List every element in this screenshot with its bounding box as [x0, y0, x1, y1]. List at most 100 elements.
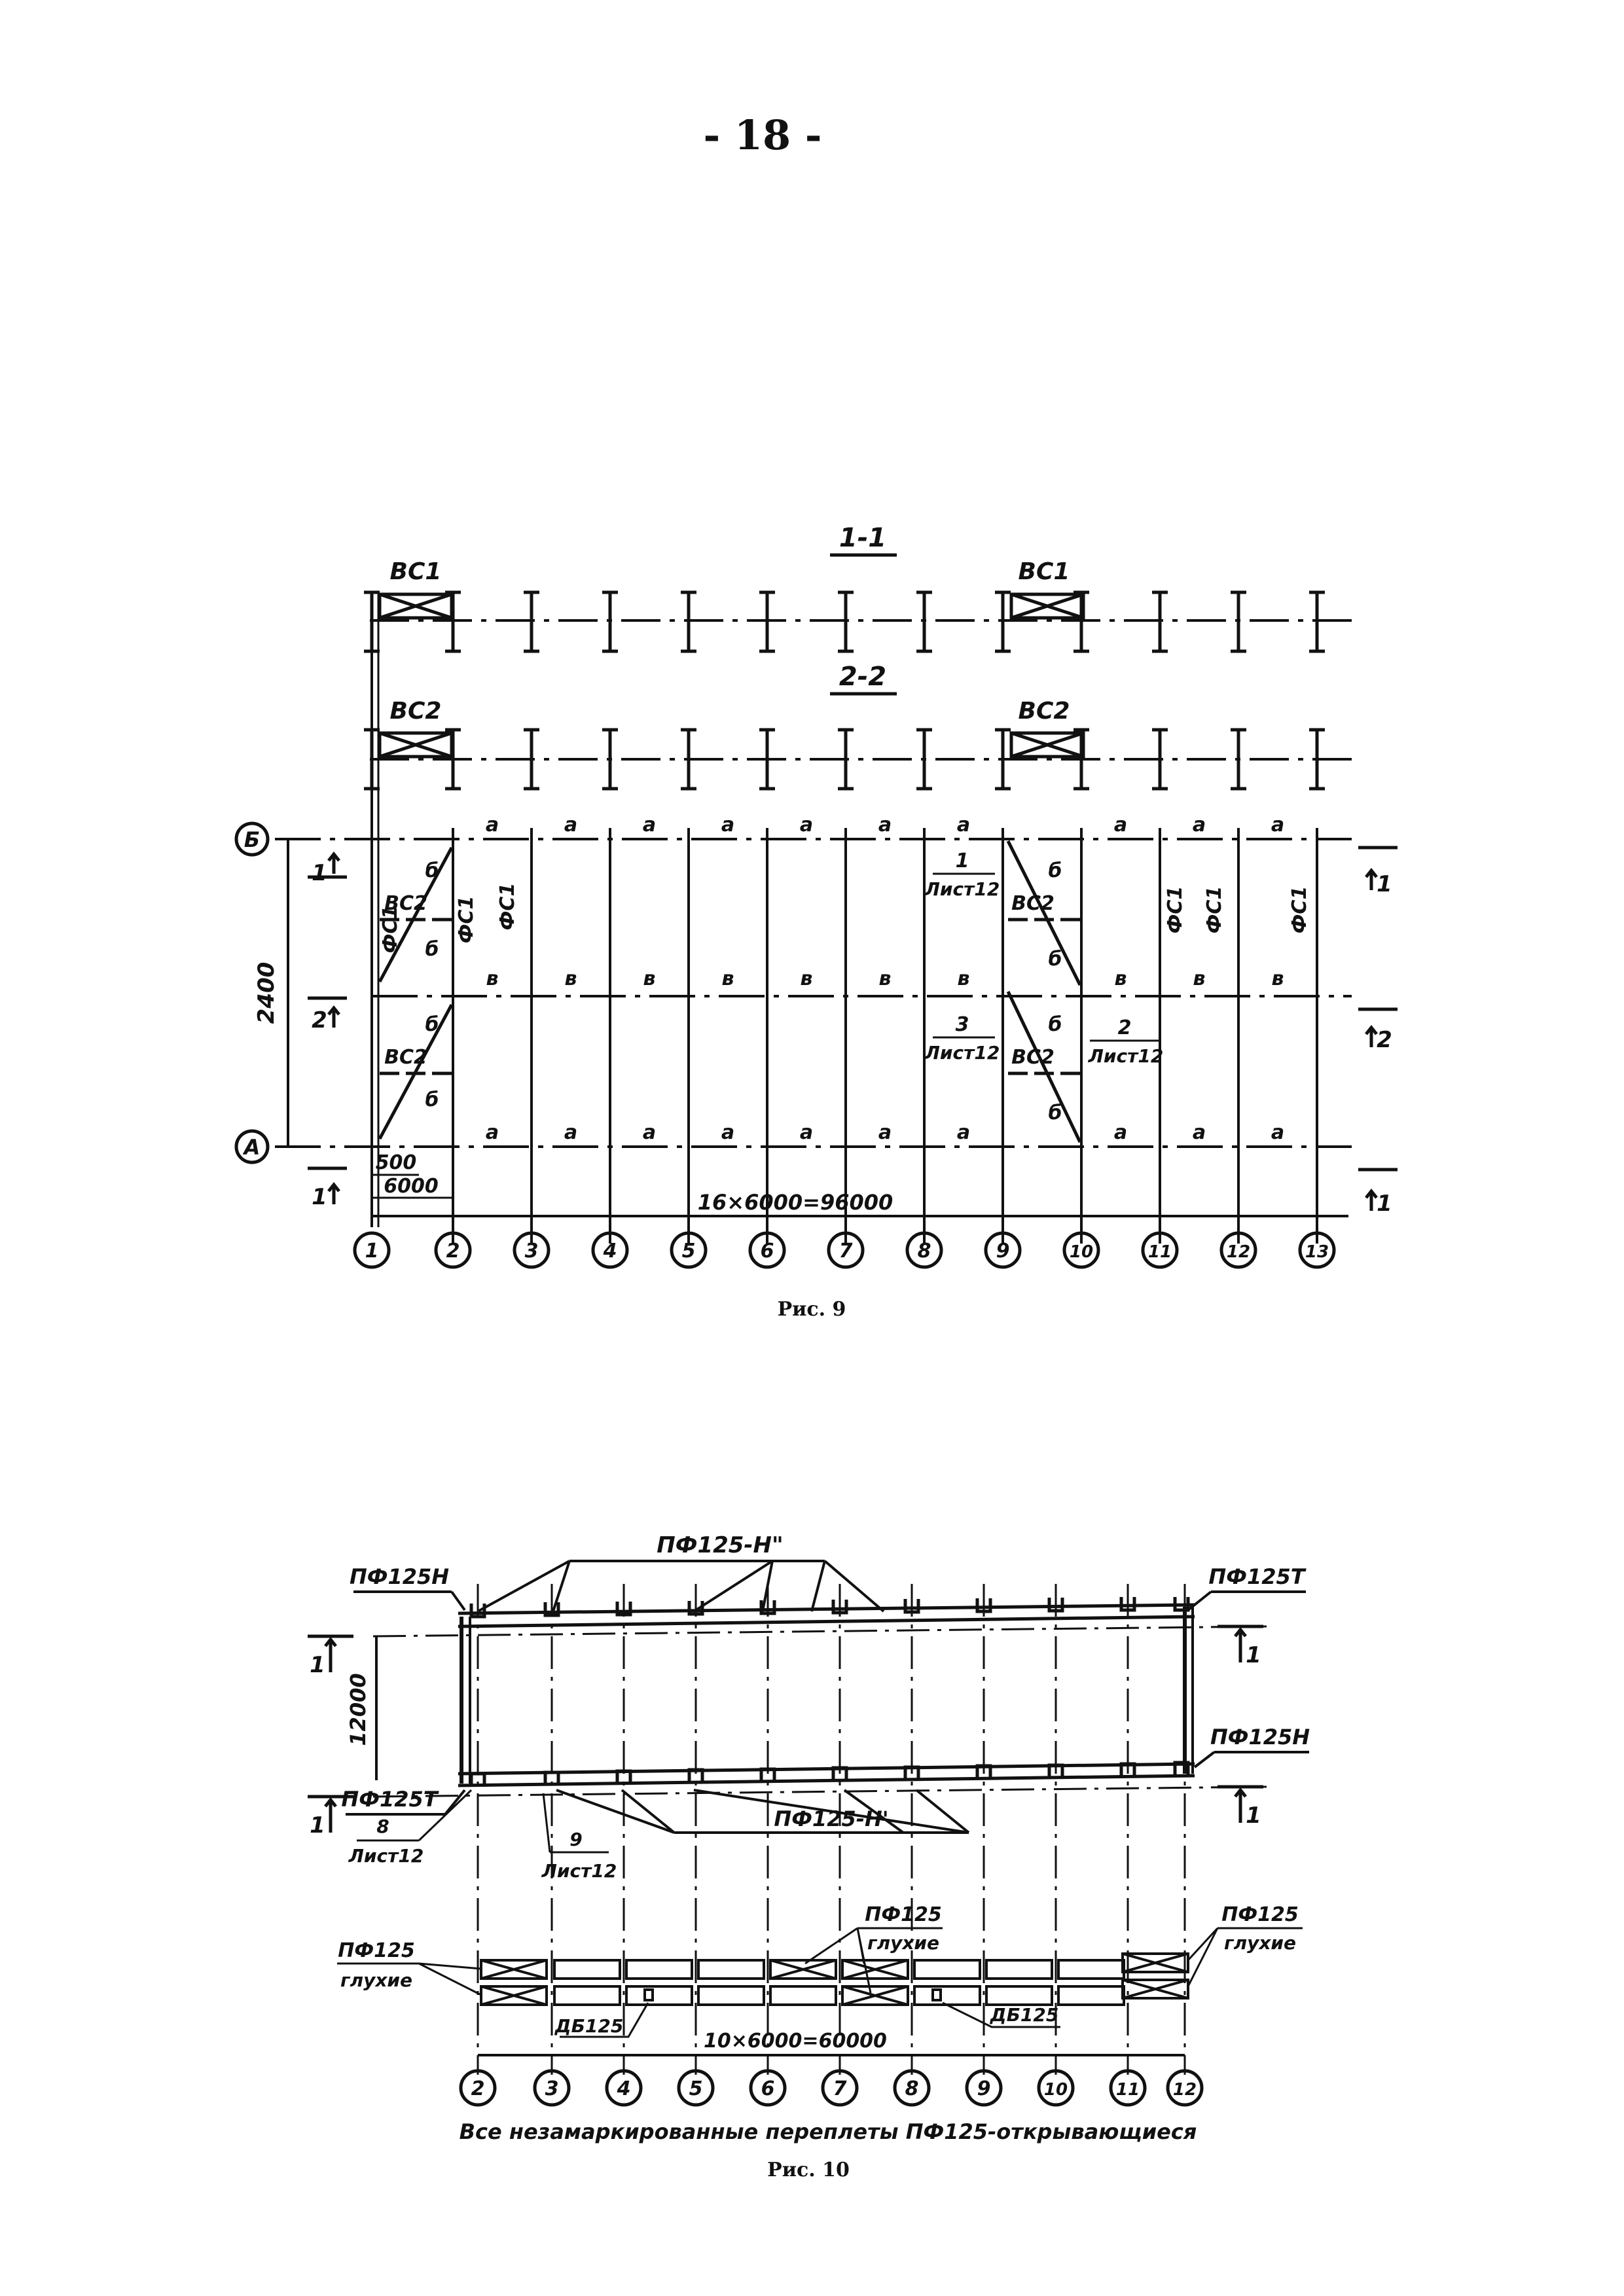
- window-panel-blind: [480, 1985, 548, 2006]
- axis-markers-fig10: [459, 2069, 1204, 2107]
- window-panel: [697, 1985, 765, 2006]
- axis-label: 6: [761, 1240, 774, 1263]
- axis-marker-circle: [1062, 1231, 1100, 1269]
- axis-label: 5: [682, 1240, 696, 1263]
- row-marker-b: Б: [244, 827, 260, 852]
- window-panel: [913, 1985, 981, 2006]
- top-wall-outer: [458, 1603, 1195, 1615]
- axis-label: 13: [1305, 1242, 1329, 1262]
- pf125-blind-left: ПФ125: [338, 1939, 414, 1962]
- brace-vc1-right: ВС1: [1019, 558, 1070, 585]
- axis-markers-fig9: [353, 1231, 1336, 1269]
- brace-vc1-left-symbol: [378, 592, 454, 620]
- axis-marker-circle: [533, 2069, 571, 2107]
- mark-a: а: [721, 814, 734, 836]
- plan-column-lines: [452, 828, 1318, 1244]
- axis-label: 7: [833, 2077, 847, 2100]
- top-wall-inner: [458, 1615, 1195, 1628]
- pf125h-top-leaders: [477, 1560, 885, 1613]
- axis-marker-circle: [1298, 1231, 1336, 1269]
- window-panel: [1057, 1985, 1125, 2006]
- window-panel: [553, 1959, 621, 1980]
- mark-v: в: [1115, 967, 1127, 990]
- mark-a: а: [1114, 1121, 1127, 1144]
- fig10-section-marker-left-top-label: 1: [310, 1652, 325, 1678]
- pf125h-bottom-label: ПФ125-Н': [774, 1806, 888, 1831]
- brace-vc2-right-symbol: [1009, 731, 1085, 759]
- fig10-section-marker-left-bottom: [308, 1795, 353, 1833]
- axis-label: 4: [603, 1240, 617, 1263]
- db125-right: ДБ125: [990, 2004, 1059, 2026]
- pf125-blind-right: ПФ125: [1221, 1903, 1298, 1926]
- section-2-2-label: 2-2: [839, 662, 886, 692]
- pf125t-right-label: ПФ125Т: [1208, 1564, 1306, 1589]
- axis-label: 11: [1116, 2080, 1140, 2100]
- section-marker-right-1-top: [1358, 846, 1398, 890]
- window-panel-blind: [769, 1959, 837, 1980]
- axis-marker-circle: [353, 1231, 391, 1269]
- mark-b: б: [1049, 948, 1062, 971]
- bottom-wall-outer: [458, 1762, 1195, 1776]
- plan-vc2-label: ВС2: [384, 892, 427, 915]
- fig10-section-marker-right-bottom: [1218, 1785, 1263, 1823]
- axis-marker-circle: [749, 2069, 787, 2107]
- door-panel: [643, 1988, 654, 2001]
- window-panel: [697, 1959, 765, 1980]
- axis-label: 3: [545, 2077, 559, 2100]
- fig10-section-marker-left-bottom-label: 1: [310, 1812, 325, 1839]
- brace-vc2-left: ВС2: [390, 698, 442, 725]
- axis-marker-circle: [984, 1231, 1022, 1269]
- axis-label: 10: [1044, 2080, 1068, 2100]
- mark-b: б: [1049, 1013, 1062, 1036]
- mark-b: б: [425, 938, 439, 961]
- mark-a: а: [564, 814, 577, 836]
- sheet-ref: Лист12: [1088, 1045, 1164, 1067]
- mark-a: а: [878, 1121, 892, 1144]
- window-panels: [480, 1952, 1189, 2006]
- window-panel: [1057, 1959, 1125, 1980]
- plan-vc2-label: ВС2: [1011, 1046, 1055, 1069]
- mark-b: б: [1049, 1102, 1062, 1124]
- section-marker-right-1-bottom: [1358, 1168, 1398, 1211]
- figure-9: 1-1 ВС1 ВС1 2-2: [234, 523, 1398, 1321]
- sheet-ref-8: Лист12: [348, 1845, 424, 1867]
- section-marker-right-2: [1358, 1007, 1398, 1047]
- bottom-wall-inner: [458, 1774, 1195, 1787]
- axis-label: 4: [617, 2077, 631, 2100]
- db125-left: ДБ125: [554, 2015, 624, 2037]
- axis-label: 2: [446, 1240, 460, 1263]
- axis-label: 12: [1227, 1242, 1250, 1262]
- door-panel: [931, 1988, 942, 2001]
- plan-vc2-label: ВС2: [1011, 892, 1055, 915]
- window-panel: [769, 1985, 837, 2006]
- mark-v: в: [1272, 967, 1284, 990]
- axis-label: 8: [905, 2077, 919, 2100]
- axis-label: 8: [918, 1240, 931, 1263]
- mark-a: а: [643, 1121, 656, 1144]
- mark-v: в: [722, 967, 734, 990]
- row-marker-b-circle: [234, 821, 270, 857]
- section-marker-left-1-top-label: 1: [312, 860, 327, 886]
- pf125t-left-label: ПФ125Т: [341, 1787, 439, 1812]
- section-2-2-columns: [364, 728, 1325, 791]
- mark-a: а: [1271, 814, 1284, 836]
- row-marker-a-circle: [234, 1129, 270, 1164]
- brace-vc2-right: ВС2: [1019, 698, 1070, 725]
- row-marker-a: А: [242, 1135, 261, 1160]
- window-panel-blind: [841, 1959, 909, 1980]
- plan-vc2-label: ВС2: [384, 1046, 427, 1069]
- window-panel: [985, 1985, 1053, 2006]
- fig10-section-marker-right-top-label: 1: [1246, 1642, 1261, 1668]
- mark-a: а: [800, 1121, 813, 1144]
- axis-marker-circle: [513, 1231, 550, 1269]
- axis-label: 7: [839, 1240, 853, 1263]
- mark-a: а: [957, 814, 970, 836]
- mark-a: а: [1271, 1121, 1284, 1144]
- sheet-ref: Лист12: [924, 1042, 1000, 1064]
- pf125n-left-label: ПФ125Н: [350, 1564, 449, 1589]
- dim-width-2400: 2400: [253, 962, 280, 1024]
- mark-v: в: [1193, 967, 1206, 990]
- axis-marker-circle: [1141, 1231, 1179, 1269]
- section-marker-left-1-top: [308, 851, 347, 879]
